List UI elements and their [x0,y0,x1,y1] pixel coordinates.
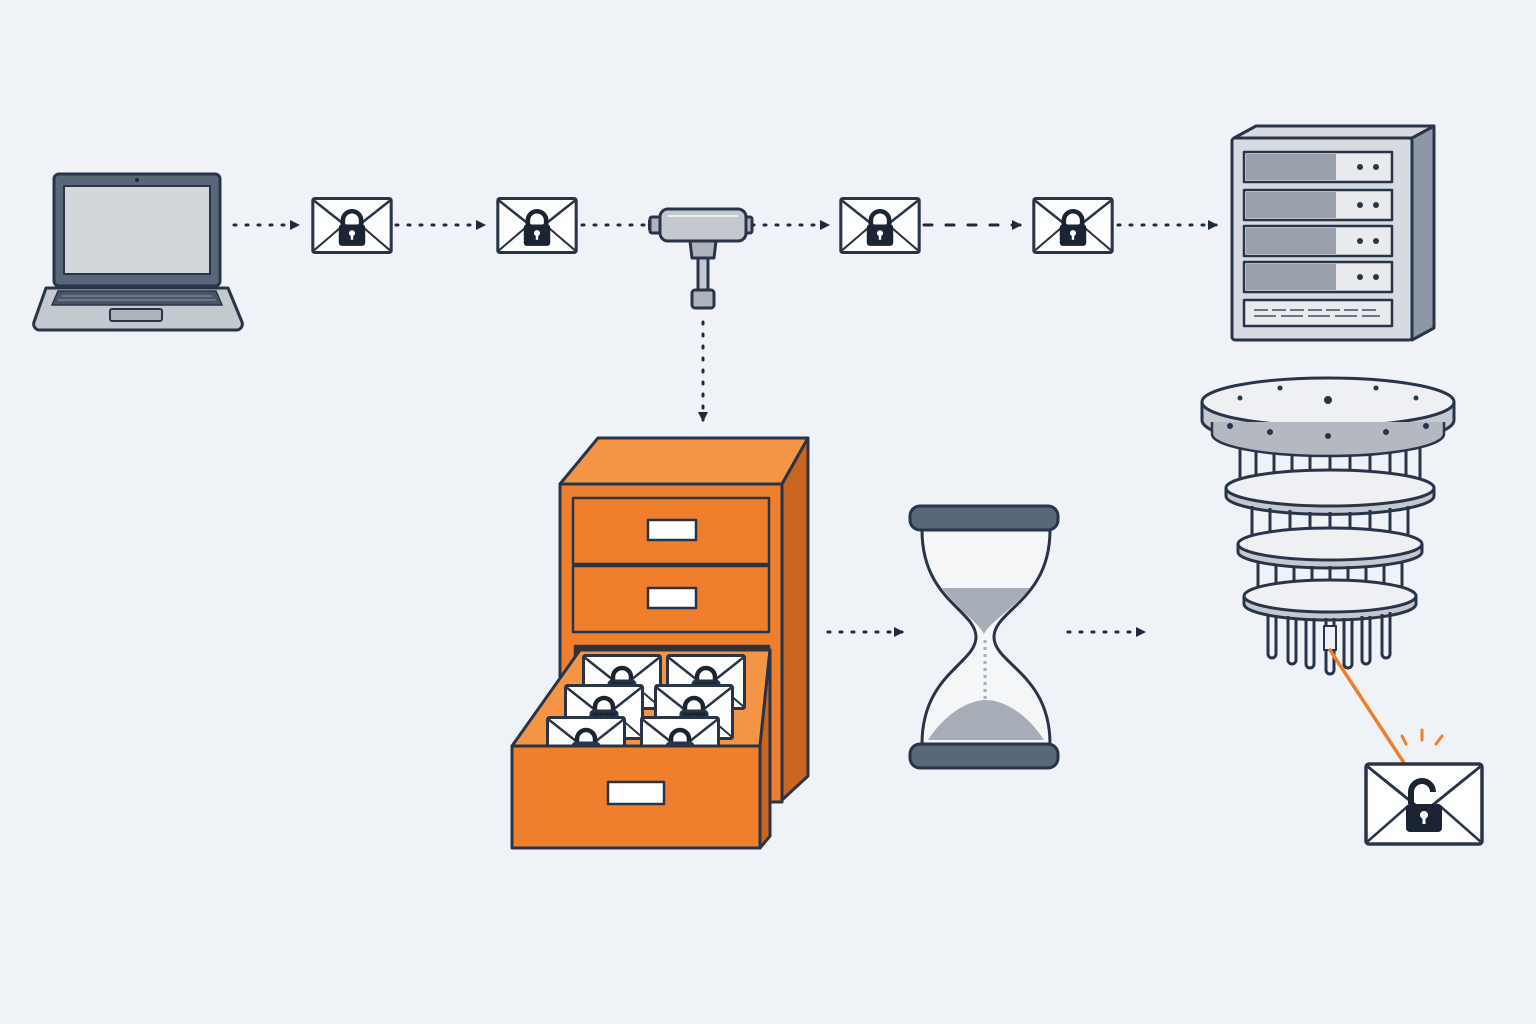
flow-arrows [232,220,1218,637]
server-unit [1242,150,1394,184]
locked-envelope-icon [498,199,576,253]
locked-envelope-icon [1034,199,1112,253]
unlocked-envelope-icon [1366,764,1482,844]
server-vent [1242,298,1394,328]
unlock-spark-icon [1400,728,1444,746]
locked-envelope-icon [313,199,391,253]
quantum-computer-icon [1200,376,1456,676]
filing-cabinet-icon [510,436,810,850]
network-tap-icon [648,207,754,310]
decryption-beam [1328,648,1412,774]
laptop-icon [32,172,244,332]
locked-envelope-icon [841,199,919,253]
server-unit [1242,224,1394,258]
server-unit [1242,260,1394,294]
server-rack-icon [1230,124,1436,342]
server-unit [1242,188,1394,222]
hourglass-icon [908,504,1060,770]
